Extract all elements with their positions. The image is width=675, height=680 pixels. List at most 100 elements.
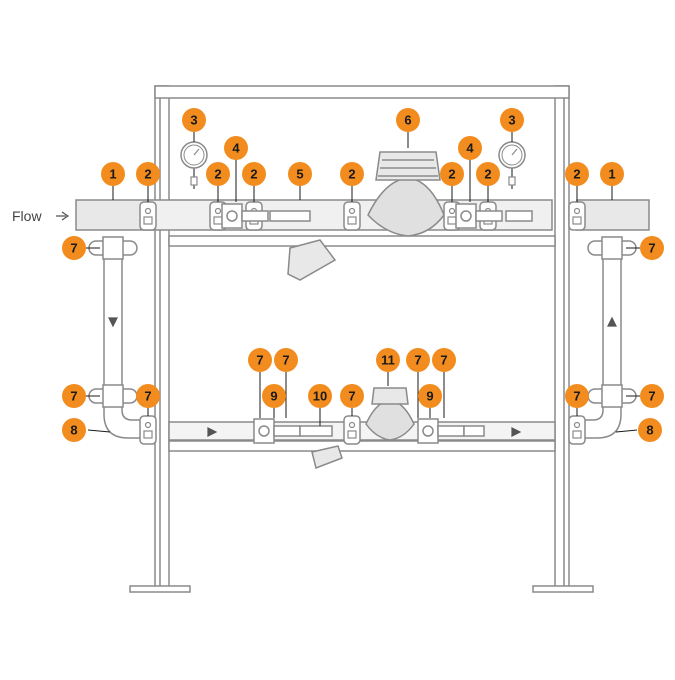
callout-7-right-top: 7 bbox=[640, 236, 664, 260]
fitting-lower-right bbox=[568, 415, 586, 445]
frame-post-left bbox=[154, 85, 170, 589]
callout-7-lower-c: 7 bbox=[406, 348, 430, 372]
callout-2-valve-left-a: 2 bbox=[206, 162, 230, 186]
callout-label: 9 bbox=[426, 389, 433, 404]
callout-label: 10 bbox=[313, 389, 327, 404]
callout-9-right: 9 bbox=[418, 384, 442, 408]
callout-label: 9 bbox=[270, 389, 277, 404]
callout-4-right: 4 bbox=[458, 136, 482, 160]
callout-7-left-bottom: 7 bbox=[62, 384, 86, 408]
callout-8-right: 8 bbox=[638, 418, 662, 442]
support-frame bbox=[129, 85, 594, 593]
flow-arrow-inlet bbox=[56, 211, 70, 221]
callout-6: 6 bbox=[396, 108, 420, 132]
callout-7-left-top: 7 bbox=[62, 236, 86, 260]
callout-label: 4 bbox=[466, 141, 474, 156]
callout-label: 3 bbox=[508, 113, 515, 128]
callout-label: 1 bbox=[608, 167, 615, 182]
components bbox=[88, 141, 637, 445]
callout-label: 7 bbox=[144, 389, 151, 404]
callout-label: 7 bbox=[70, 389, 77, 404]
callout-label: 4 bbox=[232, 141, 240, 156]
callout-3-left: 3 bbox=[182, 108, 206, 132]
callout-5: 5 bbox=[288, 162, 312, 186]
callout-11: 11 bbox=[376, 348, 400, 372]
fitting-upper-mid bbox=[343, 201, 361, 231]
callout-label: 11 bbox=[381, 353, 395, 368]
callout-10: 10 bbox=[308, 384, 332, 408]
callout-1-right: 1 bbox=[600, 162, 624, 186]
callout-label: 7 bbox=[70, 241, 77, 256]
callout-1-left: 1 bbox=[101, 162, 125, 186]
valve-handle-upper bbox=[269, 210, 311, 222]
callout-2-valve-left-b: 2 bbox=[242, 162, 266, 186]
callout-label: 2 bbox=[214, 167, 221, 182]
callout-4-left: 4 bbox=[224, 136, 248, 160]
flow-label: Flow bbox=[12, 208, 42, 224]
callout-label: 2 bbox=[484, 167, 491, 182]
lower-strainer-leg bbox=[311, 445, 343, 470]
callout-7-lower-b: 7 bbox=[274, 348, 298, 372]
frame-post-right bbox=[554, 85, 570, 589]
lower-strainer-cap bbox=[371, 387, 409, 405]
leader-lines bbox=[86, 128, 640, 433]
callout-3-right: 3 bbox=[500, 108, 524, 132]
callout-label: 2 bbox=[448, 167, 455, 182]
fitting-lower-left bbox=[139, 415, 157, 445]
callout-label: 7 bbox=[414, 353, 421, 368]
frame-lower-beam bbox=[168, 440, 556, 452]
foot-plate-left bbox=[129, 585, 191, 593]
callout-label: 7 bbox=[348, 389, 355, 404]
callout-2-inlet: 2 bbox=[136, 162, 160, 186]
flow-arrow-down-left bbox=[108, 317, 118, 328]
pressure-gauge-right bbox=[498, 141, 526, 190]
callout-7-right-bottom: 7 bbox=[640, 384, 664, 408]
callout-label: 8 bbox=[70, 423, 77, 438]
callout-label: 2 bbox=[348, 167, 355, 182]
callout-label: 1 bbox=[109, 167, 116, 182]
lower-bypass-pipe bbox=[168, 421, 556, 441]
callout-7-right-elbow: 7 bbox=[565, 384, 589, 408]
callout-label: 3 bbox=[190, 113, 197, 128]
callout-7-left-elbow: 7 bbox=[136, 384, 160, 408]
flow-arrow-up-right bbox=[607, 316, 617, 327]
callout-label: 7 bbox=[648, 389, 655, 404]
callout-2-upper-mid: 2 bbox=[340, 162, 364, 186]
callout-2-valve-right-a: 2 bbox=[440, 162, 464, 186]
foot-plate-right bbox=[532, 585, 594, 593]
callout-label: 2 bbox=[573, 167, 580, 182]
callout-2-valve-right-b: 2 bbox=[476, 162, 500, 186]
fitting-lower-mid bbox=[343, 415, 361, 445]
frame-top-beam bbox=[154, 85, 570, 99]
callout-label: 7 bbox=[256, 353, 263, 368]
outlet-pipe bbox=[576, 199, 650, 231]
callout-label: 6 bbox=[404, 113, 411, 128]
callout-label: 8 bbox=[646, 423, 653, 438]
callout-8-left: 8 bbox=[62, 418, 86, 442]
valve-handle-upper-right bbox=[505, 210, 533, 222]
callout-label: 7 bbox=[440, 353, 447, 368]
inlet-pipe bbox=[75, 199, 149, 231]
callout-2-outlet: 2 bbox=[565, 162, 589, 186]
callout-label: 2 bbox=[144, 167, 151, 182]
upper-strainer-leg bbox=[287, 239, 337, 281]
callout-7-lower-d: 7 bbox=[432, 348, 456, 372]
callout-label: 7 bbox=[648, 241, 655, 256]
frame-upper-beam bbox=[168, 235, 556, 247]
callout-label: 5 bbox=[296, 167, 303, 182]
callout-9-left: 9 bbox=[262, 384, 286, 408]
callout-label: 2 bbox=[250, 167, 257, 182]
callout-label: 7 bbox=[573, 389, 580, 404]
upper-strainer-cap bbox=[375, 151, 441, 181]
callout-7-lower-a: 7 bbox=[248, 348, 272, 372]
fitting-outlet bbox=[568, 201, 586, 231]
flow-arrow-lower-1 bbox=[207, 427, 218, 437]
fitting-inlet bbox=[139, 201, 157, 231]
callout-7-lower-mid: 7 bbox=[340, 384, 364, 408]
pressure-gauge-left bbox=[180, 141, 208, 190]
flow-arrow-lower-2 bbox=[511, 427, 522, 437]
valve-handle-lower-right bbox=[463, 425, 485, 437]
callouts: 1 2 3 2 4 2 5 2 6 2 4 2 3 2 1 7 7 7 7 11… bbox=[62, 108, 664, 442]
